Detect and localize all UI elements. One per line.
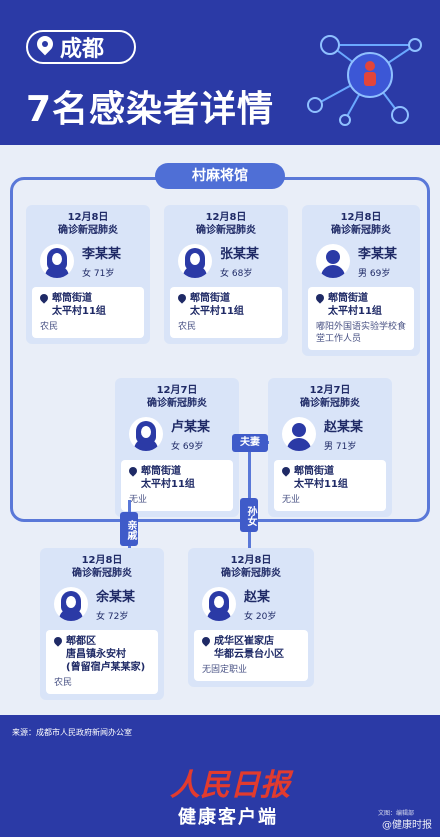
brand-logo: 人民日报 [170, 768, 290, 803]
patient-info: 郫都区 唐昌镇永安村 (曾留宿卢某某家) 农民 [46, 630, 158, 694]
patient-card: 12月8日 确诊新冠肺炎 张某某 女 68岁 郫筒街道 太平村11组 农民 [164, 205, 288, 344]
address-line-2: 华都云景台小区 [214, 649, 284, 660]
address-line-2: 太平村11组 [52, 306, 106, 317]
address-line-2: 太平村11组 [328, 306, 382, 317]
patient-info: 郫筒街道 太平村11组 无业 [121, 460, 233, 511]
occupation: 农民 [40, 322, 59, 332]
patient-name: 赵某 [244, 590, 271, 605]
patient-card: 12月8日 确诊新冠肺炎 李某某 女 71岁 郫筒街道 太平村11组 农民 [26, 205, 150, 344]
patient-name: 李某某 [358, 247, 398, 262]
card-date: 12月8日 [205, 212, 247, 223]
card-diagnosis: 确诊新冠肺炎 [300, 398, 360, 409]
relation-granddaughter-label: 孙女 [240, 498, 258, 532]
address-line-2: 太平村11组 [294, 479, 348, 490]
pin-icon [129, 467, 137, 477]
header: 成都 7名感染者详情 [0, 0, 440, 145]
pin-icon [202, 637, 210, 647]
occupation: 无业 [129, 495, 148, 505]
patient-card: 12月7日 确诊新冠肺炎 卢某某 女 69岁 郫筒街道 太平村11组 无业 [115, 378, 239, 517]
female-avatar-icon [54, 587, 88, 621]
occupation: 农民 [178, 322, 197, 332]
patient-meta: 女 72岁 [96, 612, 129, 622]
card-date: 12月8日 [340, 212, 382, 223]
male-avatar-icon [282, 417, 316, 451]
location-pin-icon [36, 36, 54, 58]
footer: 来源：成都市人民政府新闻办公室 人民日报 健康客户端 文图：编辑部 @健康时报 [0, 715, 440, 837]
female-avatar-icon [202, 587, 236, 621]
virus-network-icon [307, 35, 422, 126]
patient-meta: 男 69岁 [358, 269, 391, 279]
pin-icon [282, 467, 290, 477]
card-diagnosis: 确诊新冠肺炎 [221, 568, 281, 579]
pin-icon [40, 294, 48, 304]
patient-name: 李某某 [82, 247, 122, 262]
patient-card: 12月8日 确诊新冠肺炎 李某某 男 69岁 郫筒街道 太平村11组 嘟阳外国语… [302, 205, 420, 356]
patient-info: 成华区崔家店 华都云景台小区 无固定职业 [194, 630, 308, 681]
occupation: 嘟阳外国语实验学校食堂工作人员 [316, 322, 407, 344]
pin-icon [316, 294, 324, 304]
occupation: 无业 [282, 495, 301, 505]
address-line-1: 郫筒街道 [294, 466, 334, 477]
venue-label: 村麻将馆 [155, 163, 285, 189]
card-date: 12月8日 [81, 555, 123, 566]
brand-subtitle: 健康客户端 [178, 807, 278, 828]
patient-meta: 女 68岁 [220, 269, 253, 279]
address-line-2: 唐昌镇永安村 [66, 649, 126, 660]
patient-info: 郫筒街道 太平村11组 嘟阳外国语实验学校食堂工作人员 [308, 287, 414, 350]
female-avatar-icon [178, 244, 212, 278]
card-diagnosis: 确诊新冠肺炎 [72, 568, 132, 579]
relation-couple-label: 夫妻 [232, 434, 268, 452]
address-line-1: 郫都区 [66, 636, 96, 647]
patient-meta: 女 20岁 [244, 612, 277, 622]
address-line-2: 太平村11组 [190, 306, 244, 317]
card-date: 12月7日 [156, 385, 198, 396]
city-name: 成都 [60, 37, 105, 62]
female-avatar-icon [40, 244, 74, 278]
patient-card: 12月8日 确诊新冠肺炎 余某某 女 72岁 郫都区 唐昌镇永安村 (曾留宿卢某… [40, 548, 164, 700]
patient-name: 余某某 [96, 590, 136, 605]
occupation: 无固定职业 [202, 665, 248, 675]
patient-meta: 男 71岁 [324, 442, 357, 452]
address-line-3: (曾留宿卢某某家) [66, 662, 146, 673]
source-text: 来源：成都市人民政府新闻办公室 [12, 728, 132, 737]
card-diagnosis: 确诊新冠肺炎 [147, 398, 207, 409]
patient-info: 郫筒街道 太平村11组 农民 [32, 287, 144, 338]
page-title: 7名感染者详情 [26, 89, 275, 130]
address-line-1: 成华区崔家店 [214, 636, 274, 647]
male-avatar-icon [316, 244, 350, 278]
watermark-small: 文图：编辑部 [377, 810, 414, 817]
card-diagnosis: 确诊新冠肺炎 [196, 225, 256, 236]
pin-icon [54, 637, 62, 647]
patient-name: 赵某某 [324, 420, 364, 435]
card-date: 12月8日 [67, 212, 109, 223]
patient-meta: 女 69岁 [171, 442, 204, 452]
patient-meta: 女 71岁 [82, 269, 115, 279]
address-line-1: 郫筒街道 [328, 293, 368, 304]
patient-info: 郫筒街道 太平村11组 农民 [170, 287, 282, 338]
patient-card: 12月8日 确诊新冠肺炎 赵某 女 20岁 成华区崔家店 华都云景台小区 无固定… [188, 548, 314, 687]
address-line-2: 太平村11组 [141, 479, 195, 490]
relation-relative-label: 亲戚 [120, 512, 138, 546]
card-date: 12月7日 [309, 385, 351, 396]
patient-name: 张某某 [220, 247, 260, 262]
patient-card: 12月7日 确诊新冠肺炎 赵某某 男 71岁 郫筒街道 太平村11组 无业 [268, 378, 392, 517]
city-tag: 成都 [26, 30, 136, 64]
address-line-1: 郫筒街道 [190, 293, 230, 304]
address-line-1: 郫筒街道 [52, 293, 92, 304]
address-line-1: 郫筒街道 [141, 466, 181, 477]
occupation: 农民 [54, 678, 73, 688]
card-diagnosis: 确诊新冠肺炎 [58, 225, 118, 236]
patient-info: 郫筒街道 太平村11组 无业 [274, 460, 386, 511]
watermark: @健康时报 [382, 820, 432, 831]
card-date: 12月8日 [230, 555, 272, 566]
pin-icon [178, 294, 186, 304]
female-avatar-icon [129, 417, 163, 451]
card-diagnosis: 确诊新冠肺炎 [331, 225, 391, 236]
patient-name: 卢某某 [171, 420, 211, 435]
